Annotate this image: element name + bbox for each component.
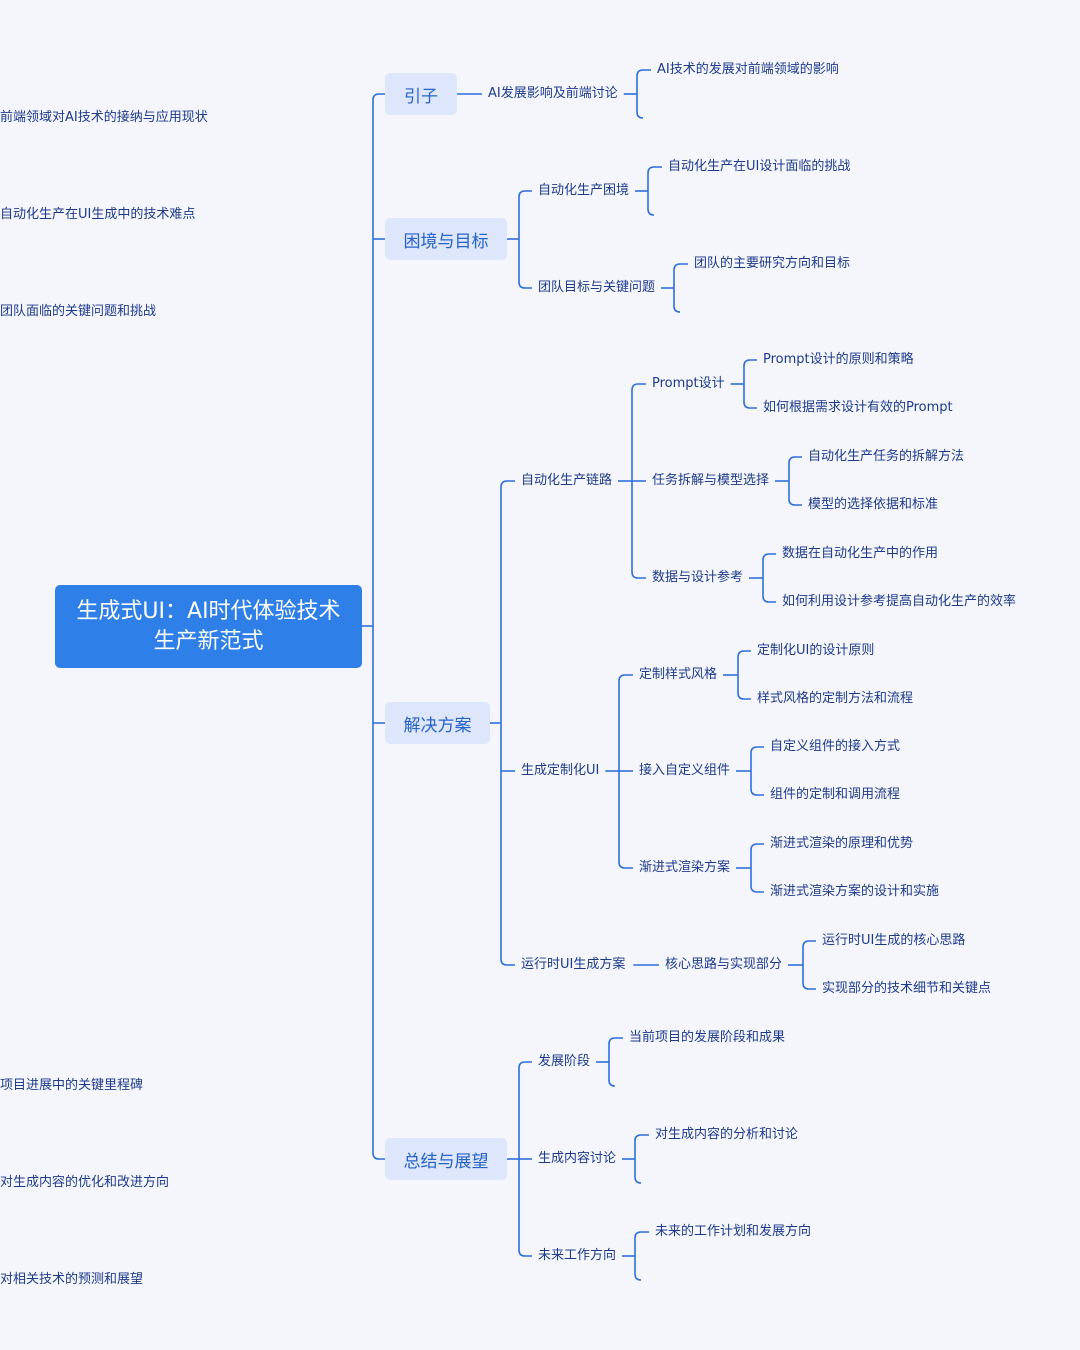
connector-line xyxy=(737,650,751,658)
leaf-node[interactable]: 定制化UI的设计原则 xyxy=(757,643,875,658)
connector-line xyxy=(608,1079,616,1087)
connector-line xyxy=(618,861,633,869)
connector-line xyxy=(647,166,662,174)
connector-line xyxy=(750,843,764,851)
connector-line xyxy=(518,190,532,198)
leaf-node[interactable]: 团队的主要研究方向和目标 xyxy=(694,256,851,271)
connector-line xyxy=(647,208,655,216)
connector-line xyxy=(518,1249,532,1257)
leaf-node[interactable]: 如何根据需求设计有效的Prompt xyxy=(763,400,953,415)
connector-line xyxy=(518,281,532,289)
connector-line xyxy=(631,383,646,391)
leaf-node[interactable]: 自动化生产在UI生成中的技术难点 xyxy=(0,207,196,222)
branch-node[interactable]: 任务拆解与模型选择 xyxy=(652,473,770,488)
connector-line xyxy=(762,595,776,603)
connector-line xyxy=(750,885,764,893)
connector-line xyxy=(673,305,681,313)
connector-line xyxy=(750,746,764,754)
branch-node[interactable]: 定制样式风格 xyxy=(639,667,718,682)
branch-node[interactable]: 渐进式渲染方案 xyxy=(639,860,731,875)
leaf-node[interactable]: 样式风格的定制方法和流程 xyxy=(757,691,914,706)
connector-line xyxy=(743,401,757,409)
connector-line xyxy=(372,1152,385,1160)
connector-line xyxy=(788,498,802,506)
connector-line xyxy=(743,359,757,367)
connector-line xyxy=(634,1231,649,1239)
branch-node[interactable]: 团队目标与关键问题 xyxy=(538,280,656,295)
connector-line xyxy=(802,982,816,990)
leaf-node[interactable]: 实现部分的技术细节和关键点 xyxy=(822,981,992,996)
branch-node[interactable]: 生成定制化UI xyxy=(521,763,600,778)
leaf-node[interactable]: 自定义组件的接入方式 xyxy=(770,739,901,754)
root-node[interactable]: 生成式UI：AI时代体验技术生产新范式 xyxy=(55,585,362,668)
connector-line xyxy=(608,1037,623,1045)
leaf-node[interactable]: 模型的选择依据和标准 xyxy=(808,497,939,512)
leaf-node[interactable]: 当前项目的发展阶段和成果 xyxy=(629,1030,786,1045)
connector-line xyxy=(673,263,688,271)
leaf-node[interactable]: 未来的工作计划和发展方向 xyxy=(655,1224,812,1239)
connector-line xyxy=(636,69,651,77)
leaf-node[interactable]: AI技术的发展对前端领域的影响 xyxy=(657,62,839,77)
connector-line xyxy=(618,674,633,682)
leaf-node[interactable]: 团队面临的关键问题和挑战 xyxy=(0,304,157,319)
connector-line xyxy=(737,692,751,700)
branch-node[interactable]: 接入自定义组件 xyxy=(639,763,731,778)
connector-line xyxy=(631,571,646,579)
topic-node[interactable]: 引子 xyxy=(385,73,457,115)
branch-node[interactable]: 生成内容讨论 xyxy=(538,1151,617,1166)
branch-node[interactable]: 发展阶段 xyxy=(538,1054,591,1069)
branch-node[interactable]: 数据与设计参考 xyxy=(652,570,744,585)
leaf-node[interactable]: 运行时UI生成的核心思路 xyxy=(822,933,966,948)
leaf-node[interactable]: 项目进展中的关键里程碑 xyxy=(0,1078,144,1093)
leaf-node[interactable]: 前端领域对AI技术的接纳与应用现状 xyxy=(0,110,208,125)
topic-node[interactable]: 困境与目标 xyxy=(385,218,507,260)
topic-node[interactable]: 解决方案 xyxy=(385,702,490,744)
branch-node[interactable]: 自动化生产链路 xyxy=(521,473,613,488)
leaf-node[interactable]: 自动化生产任务的拆解方法 xyxy=(808,449,965,464)
leaf-node[interactable]: 如何利用设计参考提高自动化生产的效率 xyxy=(782,594,1017,609)
topic-node[interactable]: 总结与展望 xyxy=(385,1138,507,1180)
leaf-node[interactable]: 对生成内容的分析和讨论 xyxy=(655,1127,799,1142)
leaf-node[interactable]: 渐进式渲染的原理和优势 xyxy=(770,836,914,851)
branch-node[interactable]: 运行时UI生成方案 xyxy=(521,957,626,972)
connector-line xyxy=(372,93,385,101)
leaf-node[interactable]: 对相关技术的预测和展望 xyxy=(0,1272,144,1287)
branch-node[interactable]: 核心思路与实现部分 xyxy=(665,957,783,972)
connector-line xyxy=(634,1273,642,1281)
connector-line xyxy=(762,553,776,561)
connector-line xyxy=(634,1176,642,1184)
leaf-node[interactable]: 对生成内容的优化和改进方向 xyxy=(0,1175,170,1190)
connector-line xyxy=(518,1061,532,1069)
leaf-node[interactable]: 数据在自动化生产中的作用 xyxy=(782,546,939,561)
connector-line xyxy=(634,1134,649,1142)
branch-node[interactable]: Prompt设计 xyxy=(652,376,725,391)
leaf-node[interactable]: 自动化生产在UI设计面临的挑战 xyxy=(668,159,851,174)
connector-line xyxy=(788,456,802,464)
branch-node[interactable]: AI发展影响及前端讨论 xyxy=(488,86,618,101)
connector-line xyxy=(500,958,515,966)
connector-line xyxy=(500,480,515,488)
branch-node[interactable]: 自动化生产困境 xyxy=(538,183,630,198)
leaf-node[interactable]: 组件的定制和调用流程 xyxy=(770,787,901,802)
leaf-node[interactable]: Prompt设计的原则和策略 xyxy=(763,352,914,367)
branch-node[interactable]: 未来工作方向 xyxy=(538,1248,617,1263)
connector-line xyxy=(750,788,764,796)
connector-line xyxy=(636,111,644,119)
leaf-node[interactable]: 渐进式渲染方案的设计和实施 xyxy=(770,884,940,899)
connector-line xyxy=(802,940,816,948)
